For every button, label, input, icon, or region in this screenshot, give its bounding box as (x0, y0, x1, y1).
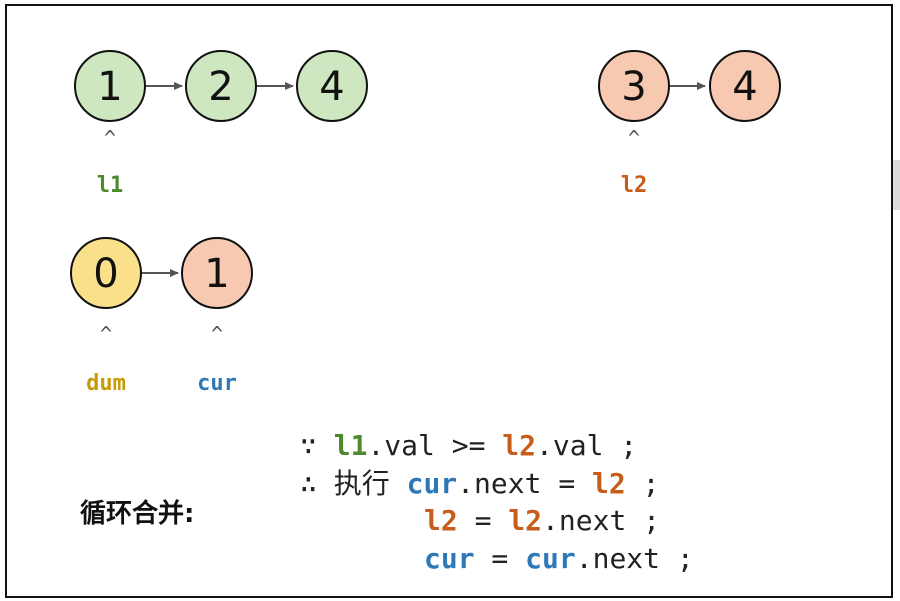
scrollbar[interactable] (893, 160, 900, 210)
code-var-l2: l2 (502, 429, 536, 462)
code-text: = (475, 542, 526, 575)
caret-dum: ^ (100, 322, 112, 346)
node-l2-1: 4 (709, 50, 781, 122)
node-value: 4 (319, 64, 344, 110)
code-text: = (458, 504, 509, 537)
pointer-dum: dum (86, 371, 126, 396)
code-line-3: l2 = l2.next ; (424, 504, 660, 537)
pointer-l2: l2 (621, 173, 648, 198)
code-text: ; (626, 467, 660, 500)
node-l1-1: 2 (185, 50, 257, 122)
code-var-cur: cur (407, 467, 458, 500)
code-text: .val ; (536, 429, 637, 462)
caret-cur: ^ (211, 322, 223, 346)
code-var-l1: l1 (334, 429, 368, 462)
pointer-l1: l1 (97, 173, 124, 198)
node-value: 3 (621, 64, 646, 110)
code-line-4: cur = cur.next ; (424, 542, 694, 575)
node-value: 1 (204, 251, 229, 297)
therefore-symbol: ∴ (300, 467, 317, 500)
list-l2: 3 4 ^ l2 (598, 50, 781, 198)
caret-l2: ^ (628, 126, 640, 150)
code-line-2: ∴ 执行 cur.next = l2 ; (300, 467, 659, 500)
code-text: .next = (457, 467, 592, 500)
code-text: .val >= (367, 429, 502, 462)
code-var-cur: cur (424, 542, 475, 575)
node-value: 1 (97, 64, 122, 110)
node-l1-2: 4 (296, 50, 368, 122)
exec-label: 执行 (334, 467, 390, 500)
code-var-l2: l2 (424, 504, 458, 537)
code-text: .next ; (542, 504, 660, 537)
node-cur: 1 (181, 237, 253, 309)
list-result: 0 1 ^ ^ dum cur (70, 237, 253, 396)
node-l2-0: 3 (598, 50, 670, 122)
list-l1: 1 2 4 ^ l1 (74, 50, 368, 198)
code-var-l2: l2 (592, 467, 626, 500)
node-value: 2 (208, 64, 233, 110)
caret-l1: ^ (104, 126, 116, 150)
code-block: ∵ l1.val >= l2.val ; ∴ 执行 cur.next = l2 … (300, 429, 694, 575)
node-value: 0 (93, 251, 118, 297)
because-symbol: ∵ (300, 429, 317, 462)
code-line-1: ∵ l1.val >= l2.val ; (300, 429, 637, 462)
pointer-cur: cur (197, 371, 237, 396)
code-text: .next ; (576, 542, 694, 575)
section-title: 循环合并: (80, 498, 194, 529)
code-var-cur: cur (525, 542, 576, 575)
node-value: 4 (732, 64, 757, 110)
code-var-l2: l2 (508, 504, 542, 537)
node-dum: 0 (70, 237, 142, 309)
node-l1-0: 1 (74, 50, 146, 122)
